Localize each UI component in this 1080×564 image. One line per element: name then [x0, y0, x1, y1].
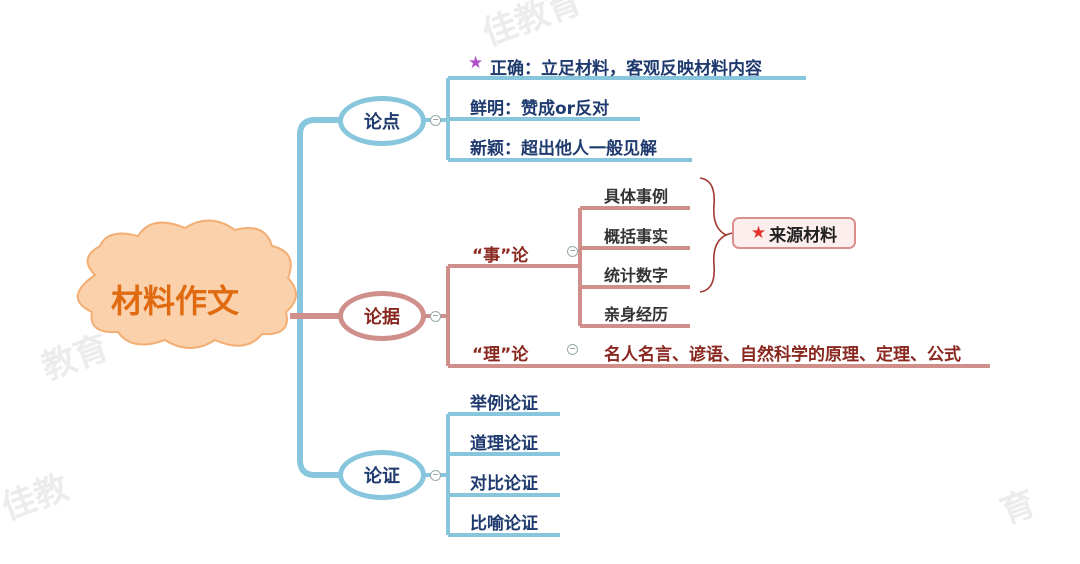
collapse-icon[interactable]: − — [430, 470, 441, 481]
collapse-icon[interactable]: − — [430, 311, 441, 322]
lundian-item[interactable]: 正确：立足材料，客观反映材料内容 — [490, 59, 762, 79]
lundian-item[interactable]: 新颖：超出他人一般见解 — [470, 139, 657, 159]
node-lundian[interactable]: 论点 — [338, 96, 426, 146]
star-icon: ★ — [468, 53, 484, 73]
lunzheng-item[interactable]: 比喻论证 — [470, 514, 538, 534]
li-lun-text[interactable]: 名人名言、谚语、自然科学的原理、定理、公式 — [604, 345, 961, 365]
lunzheng-item[interactable]: 道理论证 — [470, 434, 538, 454]
shi-lun-label[interactable]: “事”论 — [472, 246, 529, 266]
root-title[interactable]: 材料作文 — [110, 282, 239, 320]
lunzheng-item[interactable]: 对比论证 — [470, 474, 538, 494]
star-icon: ★ — [750, 223, 767, 243]
shi-lun-item[interactable]: 概括事实 — [604, 227, 669, 246]
root-cloud — [76, 219, 297, 349]
collapse-icon[interactable]: − — [567, 344, 578, 355]
source-material-box[interactable]: ★ 来源材料 — [732, 217, 856, 249]
collapse-icon[interactable]: − — [430, 115, 441, 126]
li-lun-label[interactable]: “理”论 — [472, 345, 529, 365]
lunzheng-item[interactable]: 举例论证 — [470, 394, 538, 414]
collapse-icon[interactable]: − — [567, 246, 578, 257]
shi-lun-item[interactable]: 具体事例 — [604, 187, 669, 206]
shi-lun-item[interactable]: 亲身经历 — [604, 305, 669, 324]
source-material-label: 来源材料 — [769, 225, 838, 246]
node-lunju[interactable]: 论据 — [338, 291, 426, 341]
node-lunzheng[interactable]: 论证 — [338, 450, 426, 500]
lundian-item[interactable]: 鲜明：赞成or反对 — [470, 99, 610, 119]
shi-lun-item[interactable]: 统计数字 — [604, 266, 669, 285]
